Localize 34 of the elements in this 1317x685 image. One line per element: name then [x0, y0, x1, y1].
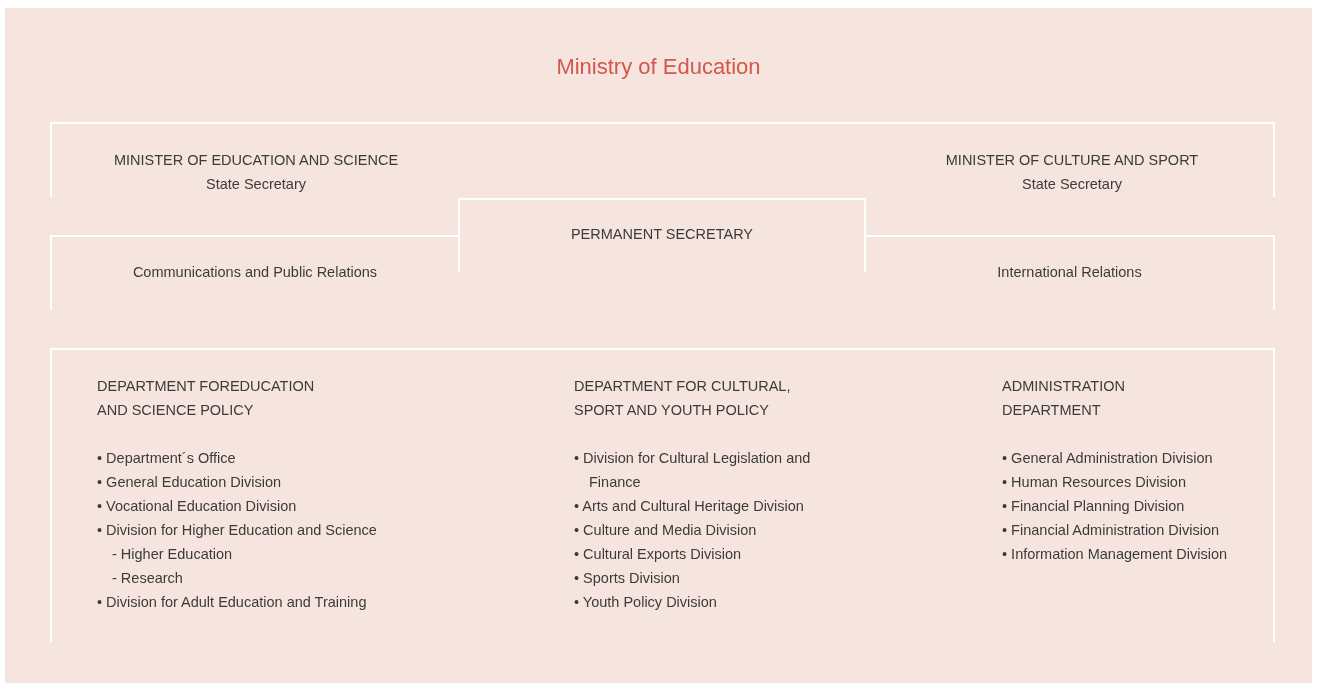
division-item: • Division for Adult Education and Training	[97, 593, 368, 612]
department-heading: DEPARTMENT FOR CULTURAL, SPORT AND YOUTH POLICY	[574, 377, 792, 420]
division-item: • Vocational Education Division	[97, 497, 298, 516]
bracket-box	[866, 235, 1275, 310]
division-item: - Higher Education	[111, 545, 234, 564]
division-item: • Cultural Exports Division	[574, 545, 743, 564]
division-item: • Human Resources Division	[1002, 473, 1187, 492]
role-subtitle: State Secretary	[1021, 175, 1123, 194]
department-heading: ADMINISTRATION DEPARTMENT	[1002, 377, 1126, 420]
group-bracket	[50, 348, 1275, 642]
division-item: • Culture and Media Division	[574, 521, 758, 540]
division-item: - Research	[111, 569, 184, 588]
role-title: MINISTER OF EDUCATION AND SCIENCE	[112, 151, 400, 170]
group-bracket	[50, 122, 1275, 197]
division-item: • Financial Administration Division	[1002, 521, 1221, 540]
division-item: • General Education Division	[97, 473, 282, 492]
role-subtitle: State Secretary	[205, 175, 307, 194]
division-item: • Department´s Office	[97, 449, 237, 468]
division-item: • Division for Higher Education and Science	[97, 521, 378, 540]
division-item: • Financial Planning Division	[1002, 497, 1186, 516]
division-item: • Arts and Cultural Heritage Division	[574, 497, 805, 516]
bracket-box	[50, 235, 458, 310]
role-title: PERMANENT SECRETARY	[569, 225, 755, 244]
role-title: MINISTER OF CULTURE AND SPORT	[944, 151, 1200, 170]
title: Ministry of Education	[555, 54, 762, 80]
division-item: • Youth Policy Division	[574, 593, 718, 612]
department-heading: DEPARTMENT FOREDUCATION AND SCIENCE POLICY	[97, 377, 316, 420]
division-item: • Information Management Division	[1002, 545, 1229, 564]
role-title: Communications and Public Relations	[131, 263, 379, 282]
division-item: • Division for Cultural Legislation and Finance	[574, 449, 812, 492]
bracket-box	[458, 198, 866, 272]
division-item: • General Administration Division	[1002, 449, 1214, 468]
role-title: International Relations	[996, 263, 1143, 282]
division-item: • Sports Division	[574, 569, 681, 588]
